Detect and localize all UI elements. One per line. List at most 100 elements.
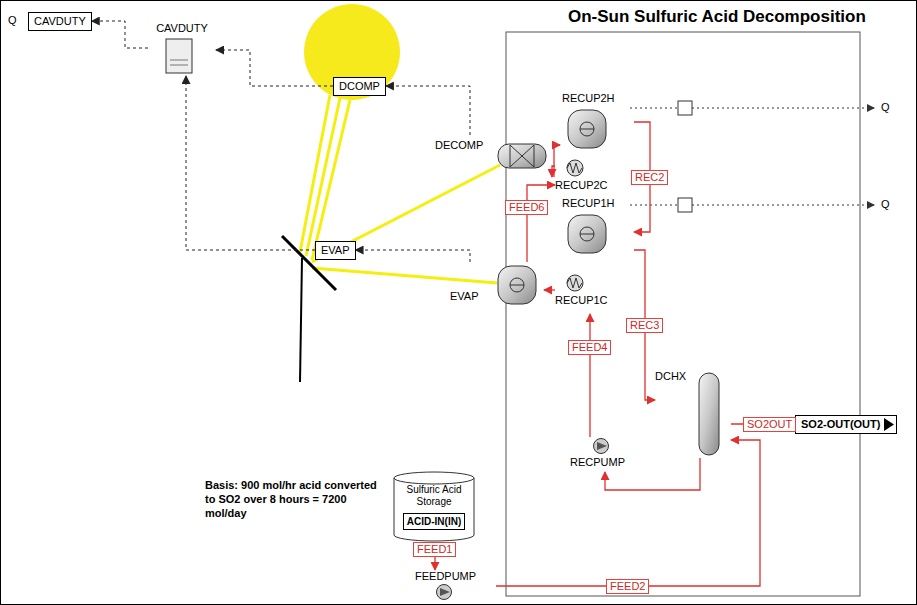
sun-rays [312, 268, 497, 283]
icon-part [534, 145, 535, 167]
icon-part [510, 145, 534, 167]
process-boundary [506, 32, 860, 596]
info-stream [92, 21, 148, 48]
info-stream [386, 86, 470, 135]
stream-label: REC3 [626, 318, 663, 333]
icon-part [580, 234, 594, 235]
heater-icon [563, 273, 587, 293]
flash-icon [496, 264, 538, 306]
heat-outlets [630, 205, 678, 206]
stream-box: EVAP [315, 241, 356, 260]
icon-part [170, 60, 188, 61]
block-label: RECUP2C [555, 179, 631, 192]
contact-column: DCHX [655, 368, 731, 458]
heat-stream-label: Q [8, 13, 17, 27]
icon-part [568, 110, 606, 148]
port-arrow [884, 418, 894, 431]
storage-tank: Sulfuric Acid StorageACID-IN(IN) [392, 470, 476, 542]
block-label: EVAP [450, 290, 544, 303]
column-icon [697, 372, 721, 456]
icon-part [580, 122, 594, 136]
block-label: RECUP1H [562, 197, 634, 210]
reactor-block: DECOMP [435, 135, 554, 177]
material-stream [554, 145, 560, 177]
icon-part [510, 285, 524, 286]
material-stream [589, 314, 590, 437]
stream-box: DCOMP [333, 77, 386, 96]
icon-part [567, 163, 582, 173]
block-label: CAVDUTY [148, 22, 216, 35]
stream-label: SO2OUT [743, 417, 796, 432]
diagram-title: On-Sun Sulfuric Acid Decomposition [568, 7, 866, 27]
icon-part [394, 478, 474, 541]
block-label: DCOMP [339, 80, 380, 93]
heat-outlets [692, 108, 874, 109]
material-stream [496, 440, 760, 586]
material-stream [527, 185, 555, 262]
heat-outlets [692, 205, 874, 206]
heat-outlets [630, 108, 678, 109]
calculator-block: CAVDUTY [148, 22, 216, 76]
stream-label: FEED4 [568, 340, 611, 355]
sun-rays [300, 95, 330, 252]
icon-part [437, 585, 452, 600]
icon-part [567, 160, 583, 176]
flash-icon [566, 108, 608, 150]
sun-rays [312, 165, 500, 262]
heater-block: RECUP1C [555, 272, 631, 314]
icon-part [394, 472, 474, 484]
icon-part [567, 278, 582, 288]
icon-part [568, 215, 606, 253]
heater-icon [563, 158, 587, 178]
stream-box: CAVDUTY [28, 12, 92, 31]
tank-label: Sulfuric Acid Storage [398, 484, 470, 508]
pump-block: RECPUMP [570, 437, 646, 472]
heat-exchanger-block: RECUP2H [560, 92, 634, 152]
icon-part [510, 278, 524, 292]
icon-part [510, 145, 511, 167]
info-stream [356, 250, 470, 262]
icon-part [170, 65, 188, 66]
block-label: RECUP1C [555, 294, 631, 307]
product-port: SO2-OUT(OUT) [795, 415, 897, 434]
heater-block: RECUP2C [555, 157, 631, 195]
icon-part [510, 145, 534, 167]
reactor-icon [497, 141, 547, 171]
pump-icon [435, 583, 457, 601]
heat-mixer [678, 198, 692, 212]
pump-icon [592, 437, 614, 455]
port-label: SO2-OUT(OUT) [801, 418, 880, 431]
heat-outlets [630, 108, 874, 205]
block-label: RECPUMP [570, 456, 646, 469]
sun-rays [300, 95, 500, 283]
info-stream [216, 50, 333, 86]
calculator-icon [165, 38, 193, 74]
icon-part [498, 144, 546, 168]
icon-part [580, 227, 594, 241]
pump-block: FEEDPUMP [415, 570, 496, 600]
heat-stream-label: Q [881, 197, 890, 211]
block-label: CAVDUTY [34, 15, 86, 28]
heliostat [300, 258, 302, 382]
heat-exchanger-block: RECUP1H [560, 197, 634, 259]
block-label: FEEDPUMP [415, 570, 496, 583]
stream-label: FEED6 [505, 200, 548, 215]
icon-part [884, 418, 894, 431]
block-label: DCHX [655, 370, 731, 383]
basis-note: Basis: 900 mol/hr acid converted to SO2 … [205, 478, 385, 520]
feed-port: ACID-IN(IN) [403, 513, 465, 530]
evaporator-block: EVAP [450, 262, 544, 307]
stream-label: REC2 [631, 170, 668, 185]
block-label: DECOMP [435, 139, 554, 152]
sun-rays [306, 98, 340, 256]
icon-part [699, 373, 719, 455]
info-stream [186, 76, 315, 250]
flash-icon [566, 213, 608, 255]
icon-part [440, 588, 450, 596]
icon-part [580, 129, 594, 130]
stream-label: FEED2 [606, 579, 649, 594]
icon-part [498, 266, 536, 304]
block-label: EVAP [321, 244, 350, 257]
block-label: RECUP2H [562, 92, 634, 105]
